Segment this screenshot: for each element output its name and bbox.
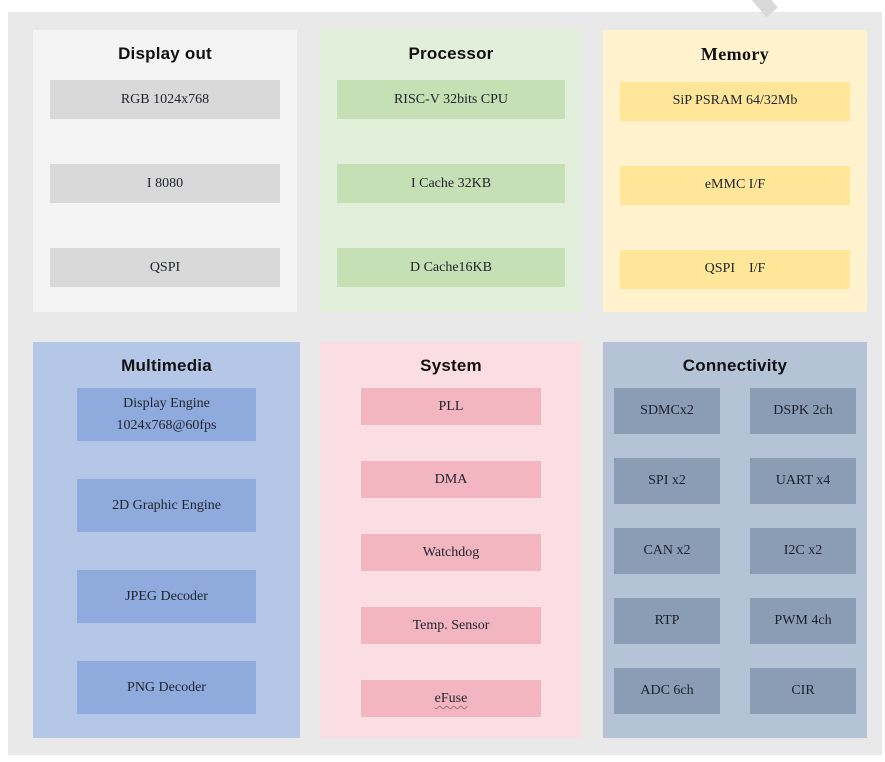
panel-blocks: Display Engine 1024x768@60fps 2D Graphic… <box>33 388 300 715</box>
block-spi: SPI x2 <box>614 458 720 505</box>
block-riscv-cpu: RISC-V 32bits CPU <box>337 80 565 120</box>
block-2d-graphic-engine: 2D Graphic Engine <box>77 479 256 533</box>
block-i-8080: I 8080 <box>50 164 280 204</box>
block-display-engine: Display Engine 1024x768@60fps <box>77 388 256 442</box>
panel-display-out: Display out RGB 1024x768 I 8080 QSPI <box>33 30 297 312</box>
panel-title-memory: Memory <box>700 44 770 64</box>
block-i2c: I2C x2 <box>750 528 856 575</box>
panel-memory: Memory SiP PSRAM 64/32Mb eMMC I/F QSPI I… <box>603 30 867 312</box>
panel-title-processor: Processor <box>408 44 494 63</box>
block-dma: DMA <box>360 461 542 499</box>
block-rgb-1024x768: RGB 1024x768 <box>50 80 280 120</box>
block-jpeg-decoder: JPEG Decoder <box>77 570 256 624</box>
block-pll: PLL <box>360 388 542 426</box>
block-adc: ADC 6ch <box>614 668 720 715</box>
panel-blocks: PLL DMA Watchdog Temp. Sensor eFuse <box>320 388 582 718</box>
block-sip-psram: SiP PSRAM 64/32Mb <box>620 81 850 121</box>
block-emmc-if: eMMC I/F <box>620 165 850 205</box>
block-qspi: QSPI <box>50 248 280 288</box>
block-cir: CIR <box>750 668 856 715</box>
block-pwm: PWM 4ch <box>750 598 856 645</box>
panel-processor: Processor RISC-V 32bits CPU I Cache 32KB… <box>320 30 582 312</box>
block-rtp: RTP <box>614 598 720 645</box>
panel-blocks: SDMCx2 DSPK 2ch SPI x2 UART x4 CAN x2 I2… <box>603 388 867 715</box>
block-d-cache: D Cache16KB <box>337 248 565 288</box>
block-uart: UART x4 <box>750 458 856 505</box>
panel-blocks: RGB 1024x768 I 8080 QSPI <box>33 80 297 288</box>
block-i-cache: I Cache 32KB <box>337 164 565 204</box>
block-can: CAN x2 <box>614 528 720 575</box>
panel-title-connectivity: Connectivity <box>682 356 788 375</box>
panel-blocks: SiP PSRAM 64/32Mb eMMC I/F QSPI I/F <box>603 81 867 289</box>
panel-title-system: System <box>420 356 482 375</box>
panel-blocks: RISC-V 32bits CPU I Cache 32KB D Cache16… <box>320 80 582 288</box>
panel-system: System PLL DMA Watchdog Temp. Sensor eFu… <box>320 342 582 738</box>
block-qspi-if: QSPI I/F <box>620 249 850 289</box>
block-dspk: DSPK 2ch <box>750 388 856 435</box>
panel-title-display-out: Display out <box>118 44 212 63</box>
block-temp-sensor: Temp. Sensor <box>360 607 542 645</box>
block-png-decoder: PNG Decoder <box>77 661 256 715</box>
block-sdmc: SDMCx2 <box>614 388 720 435</box>
block-watchdog: Watchdog <box>360 534 542 572</box>
panel-connectivity: Connectivity SDMCx2 DSPK 2ch SPI x2 UART… <box>603 342 867 738</box>
panel-multimedia: Multimedia Display Engine 1024x768@60fps… <box>33 342 300 738</box>
block-efuse: eFuse <box>360 680 542 718</box>
panel-title-multimedia: Multimedia <box>121 356 212 375</box>
